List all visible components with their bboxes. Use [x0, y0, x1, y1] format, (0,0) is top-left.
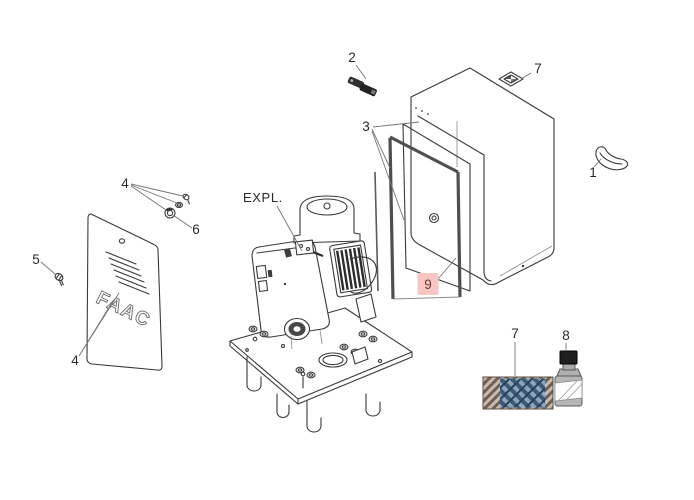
callout-4-logo-label[interactable]: 4 — [71, 353, 79, 368]
vent-slots — [105, 251, 150, 295]
callout-5-label[interactable]: 5 — [32, 252, 40, 267]
release-keys[interactable] — [347, 76, 377, 97]
callout-6-label[interactable]: 6 — [192, 222, 200, 237]
callout-7-vent-label[interactable]: 7 — [534, 61, 542, 76]
plate-hardware — [245, 293, 383, 389]
callout-4-hardware-label[interactable]: 4 — [121, 176, 129, 191]
pinion-gear — [283, 317, 311, 341]
callout-7-kit[interactable]: 7 — [511, 326, 519, 376]
callout-5[interactable]: 5 — [32, 252, 56, 275]
callout-2[interactable]: 2 — [348, 50, 367, 80]
motor — [284, 195, 361, 258]
callout-6[interactable]: 6 — [172, 214, 200, 237]
door-frame-part9 — [388, 135, 462, 300]
callout-2-label[interactable]: 2 — [348, 50, 356, 65]
release-lever[interactable] — [595, 146, 629, 171]
callout-3[interactable]: 3 — [362, 119, 420, 221]
callout-8[interactable]: 8 — [562, 328, 570, 350]
callout-3-label[interactable]: 3 — [362, 119, 370, 134]
foam-kit[interactable] — [482, 376, 554, 410]
exploded-view-label[interactable]: EXPL. — [243, 190, 283, 205]
callout-7-vent[interactable]: 7 — [520, 61, 542, 80]
vent-plug[interactable] — [498, 71, 524, 87]
callout-1[interactable]: 1 — [589, 158, 602, 180]
door-lock-hole — [428, 212, 440, 224]
anchor-hooks — [246, 356, 381, 433]
exploded-view-link[interactable]: EXPL. — [243, 190, 303, 252]
callout-1-label[interactable]: 1 — [589, 165, 597, 180]
release-loop — [349, 256, 377, 294]
door-panels[interactable] — [374, 123, 471, 300]
callout-4-hardware[interactable]: 4 — [121, 176, 184, 211]
callout-9-label[interactable]: 9 — [424, 277, 432, 292]
cover-panel[interactable]: FAAC — [86, 213, 163, 371]
callout-7-kit-label[interactable]: 7 — [511, 326, 519, 341]
capacitor — [329, 240, 373, 298]
housing-cover[interactable] — [410, 67, 555, 286]
motor-assembly[interactable] — [229, 195, 413, 433]
cover-screw[interactable] — [52, 272, 67, 287]
callout-8-label[interactable]: 8 — [562, 328, 570, 343]
panel-screw-hole — [118, 238, 126, 244]
callout-9-highlighted[interactable]: 9 — [417, 257, 457, 295]
callout-4-logo[interactable]: 4 — [71, 292, 120, 368]
lock-hardware[interactable] — [164, 193, 193, 219]
grease-bottle[interactable] — [554, 350, 583, 407]
callout-9-highlight — [417, 273, 439, 295]
